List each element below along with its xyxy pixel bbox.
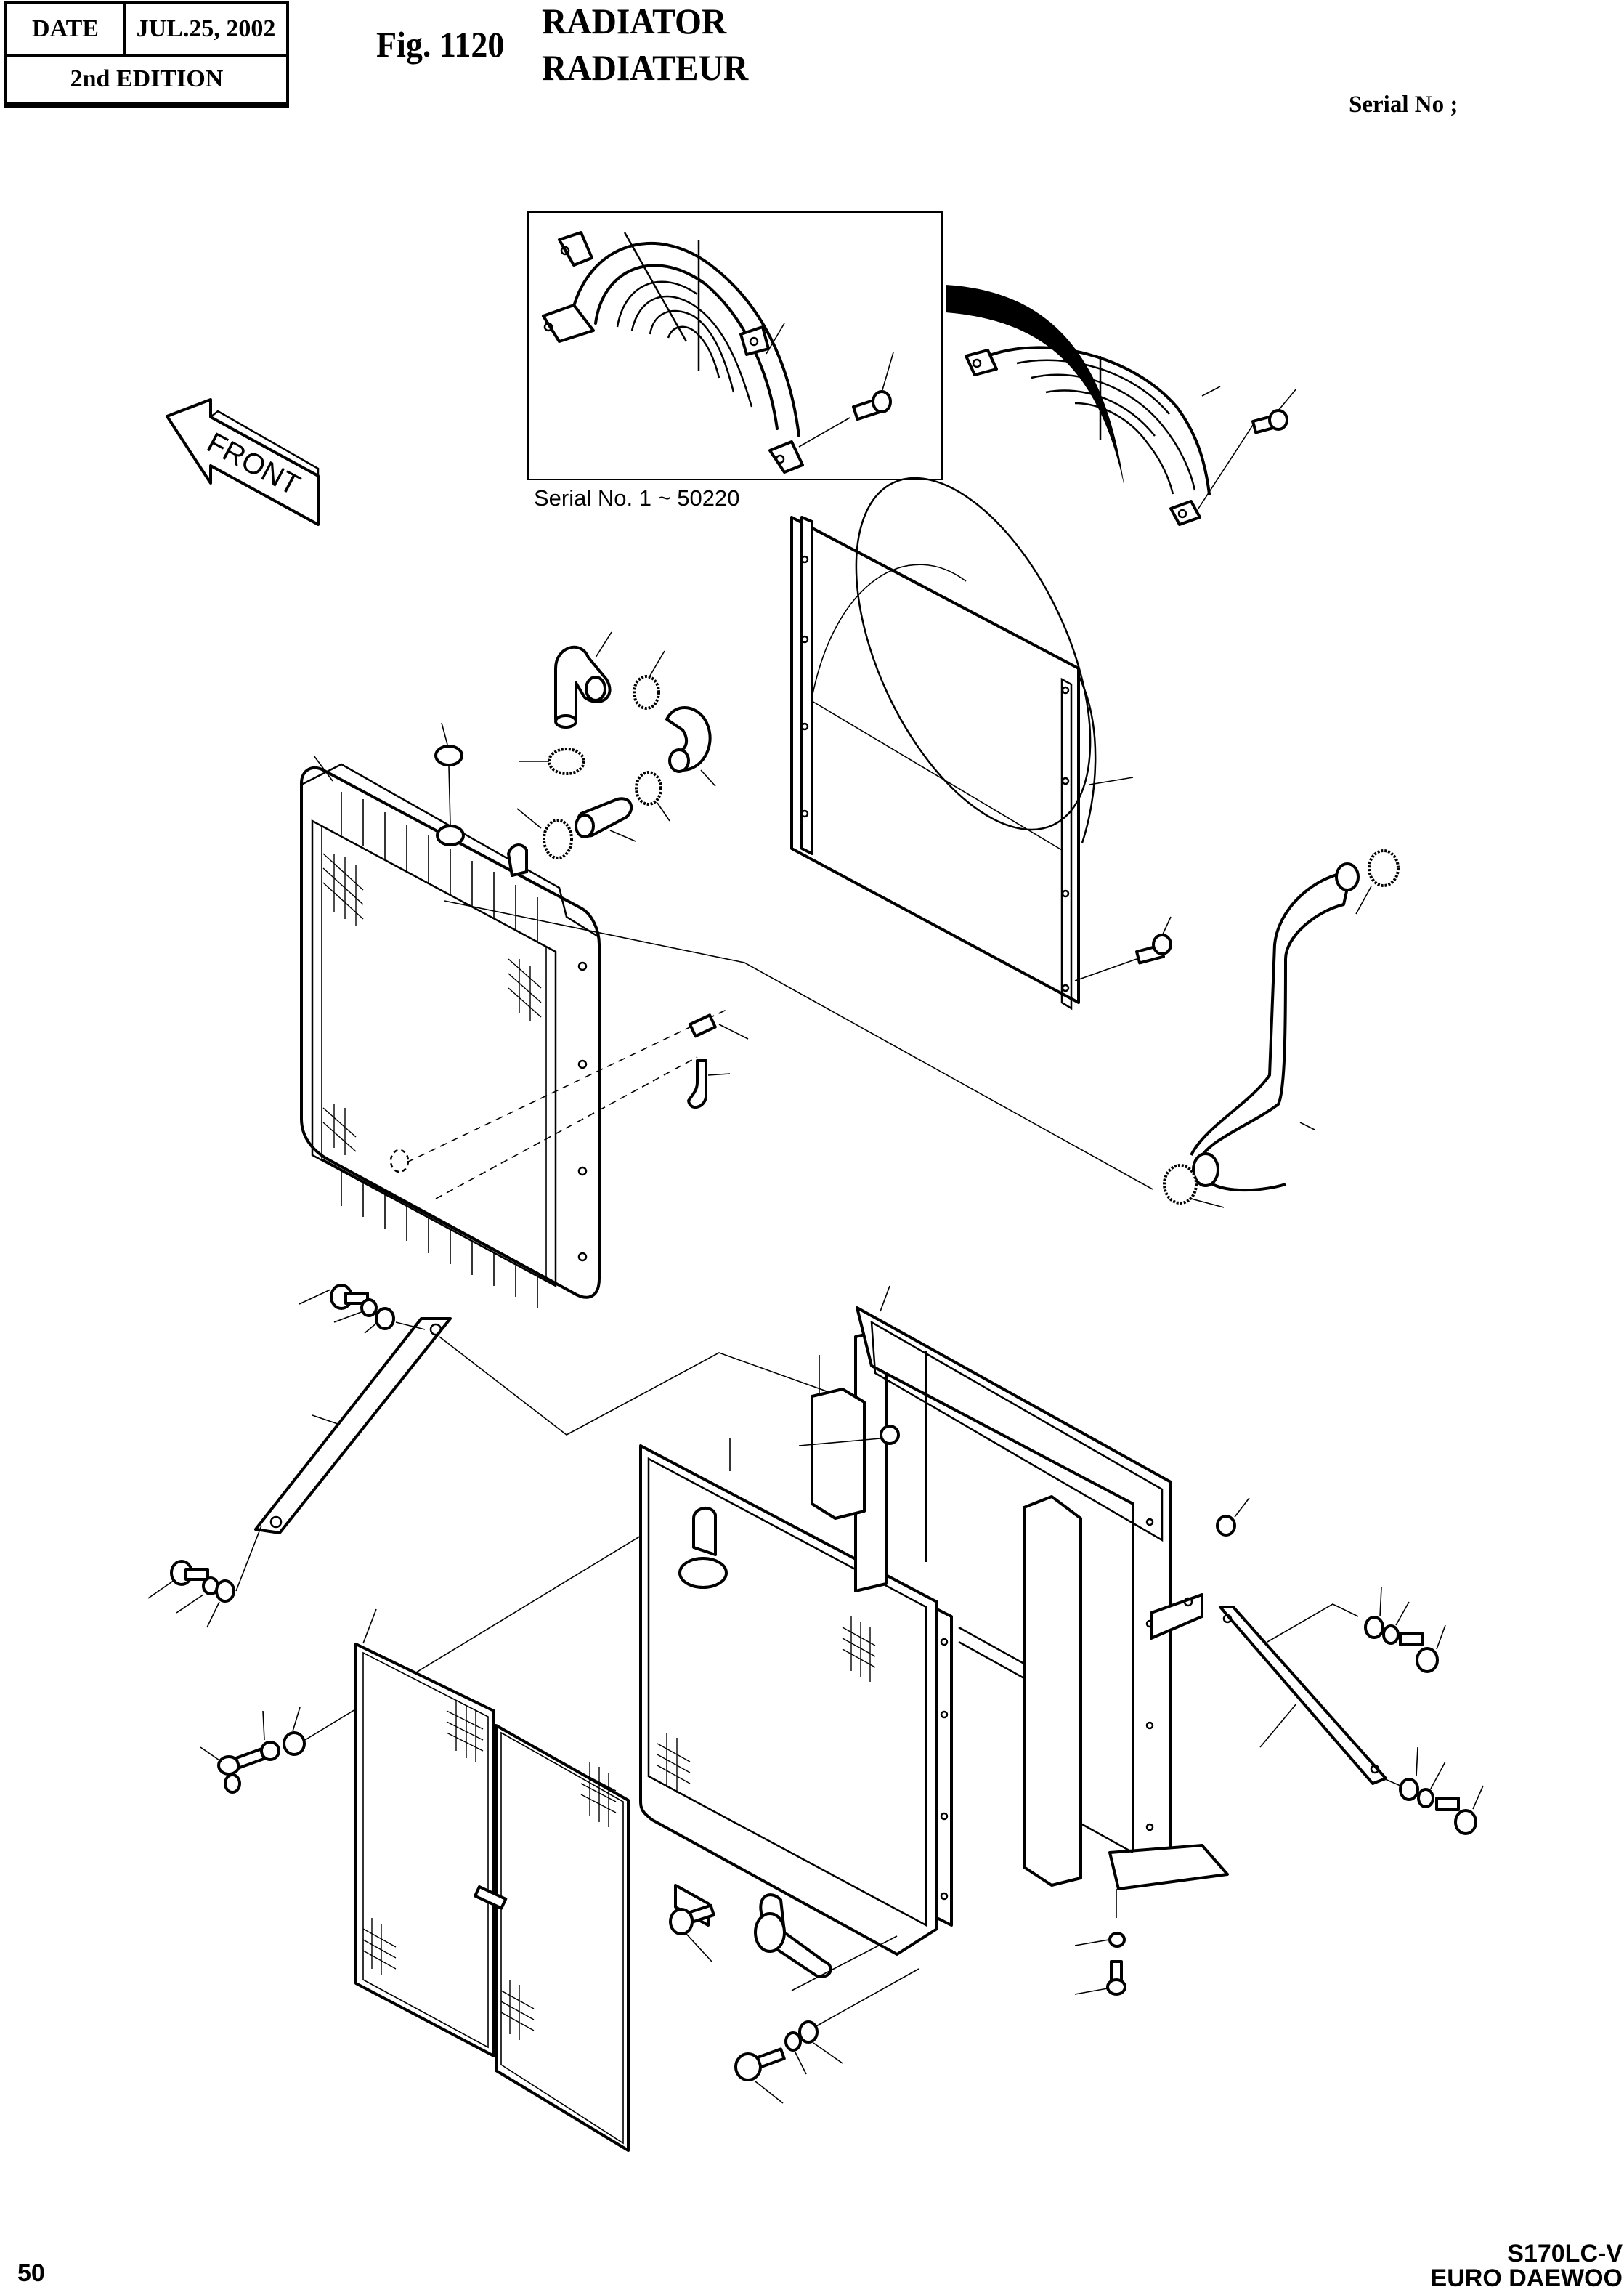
drain-hose: [687, 1059, 731, 1109]
bolt-washer-set: [147, 1525, 262, 1628]
date-row: DATE JUL.25, 2002: [7, 4, 286, 57]
title-french: RADIATEUR: [542, 47, 749, 88]
stay-bar-left: [254, 1317, 452, 1534]
model-block: S170LC-V EURO DAEWOO: [1431, 2241, 1623, 2291]
frame-nut: [798, 1425, 900, 1446]
brand-name: EURO DAEWOO: [1430, 2264, 1623, 2292]
page-number: 50: [17, 2259, 45, 2287]
mount-washer: [1074, 1932, 1126, 1948]
stay-bar-right: [1219, 1603, 1387, 1785]
fan-guard-bolt: [1251, 409, 1288, 434]
serial-number-label: Serial No ;: [1349, 92, 1458, 118]
hose-clamp: [1163, 1164, 1225, 1208]
shroud-bolt: [1135, 934, 1172, 965]
hose-clamp: [1355, 849, 1400, 915]
drain-cock: [689, 1013, 749, 1040]
edition-label: 2nd EDITION: [70, 65, 224, 92]
radiator-mesh-3: [322, 1104, 357, 1155]
fan-shroud: [790, 477, 1172, 1011]
hose-clamp: [519, 748, 585, 775]
support-frame: [798, 1285, 1229, 1890]
frame-nut-right: [1216, 1497, 1250, 1537]
date-edition-box: DATE JUL.25, 2002 2nd EDITION: [4, 1, 289, 108]
inset-pointer-arc: [946, 285, 1124, 487]
inset-serial-caption: Serial No. 1 ~ 50220: [534, 485, 740, 511]
model-name: S170LC-V: [1507, 2240, 1623, 2267]
date-label: DATE: [7, 4, 126, 54]
fan-guard: [965, 346, 1297, 526]
upper-hose-assembly: [516, 631, 716, 859]
fan-guard-inset: [527, 211, 943, 480]
figure-number: Fig. 1120: [376, 24, 505, 65]
bolt-washer-set: [1364, 1587, 1446, 1673]
radiator-mesh-2: [508, 958, 542, 1021]
hose-clamp: [516, 808, 573, 859]
radiator-mesh-1: [322, 853, 364, 926]
oil-cooler: [639, 1438, 953, 1991]
oil-cooler-bolt: [669, 1903, 715, 1962]
fan-guard-inset-drawing: [542, 231, 894, 474]
radiator-core: [300, 755, 727, 1308]
radiator-fins-bottom: [341, 1170, 538, 1308]
front-direction-arrow: FRONT: [166, 398, 320, 526]
front-screen-left: [354, 1608, 495, 2057]
hose-clamp: [635, 771, 670, 822]
inset-bolt: [852, 390, 892, 421]
hose-clamp: [633, 650, 665, 710]
bolt-washer-set: [1383, 1746, 1484, 1835]
bolt-washer-set: [299, 1284, 426, 1334]
mount-bolt: [1074, 1889, 1126, 1996]
bolt-washer-set: [734, 1968, 919, 2104]
date-value: JUL.25, 2002: [136, 15, 276, 42]
lower-hose: [1163, 849, 1400, 1208]
radiator-cap: [434, 722, 463, 825]
title-english: RADIATOR: [542, 1, 727, 41]
front-screen-right: [474, 1724, 630, 2152]
